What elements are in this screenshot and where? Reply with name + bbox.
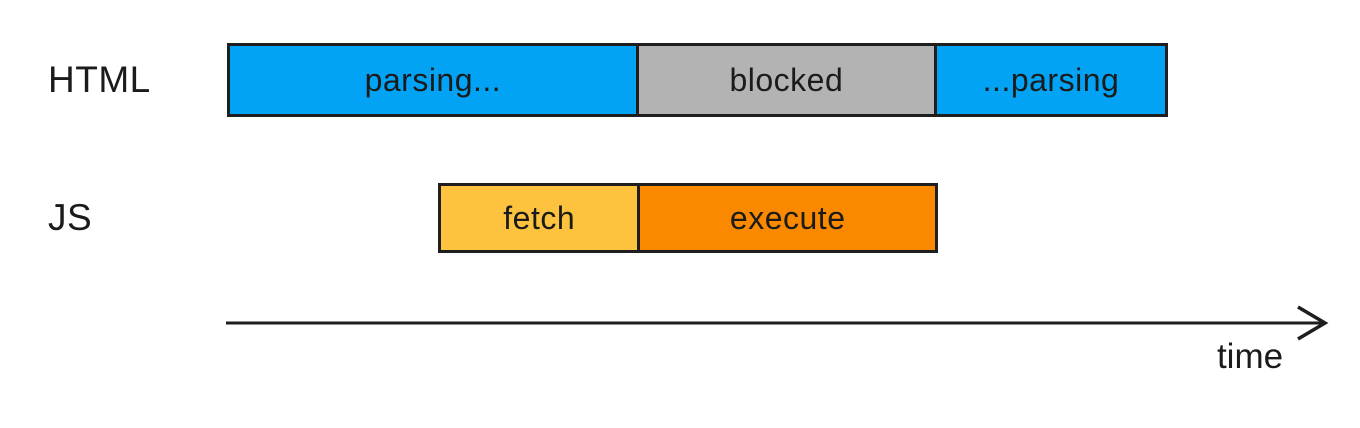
js-timeline-bar: fetch execute: [438, 183, 938, 253]
segment-blocked-label: blocked: [729, 61, 844, 98]
time-axis-label: time: [1216, 337, 1284, 376]
segment-fetch: fetch: [441, 186, 638, 250]
html-timeline-bar: parsing... blocked ...parsing: [227, 43, 1168, 117]
segment-blocked: blocked: [635, 46, 934, 114]
segment-parsing-resume: ...parsing: [933, 46, 1165, 114]
html-row-label: HTML: [48, 59, 151, 100]
segment-execute-label: execute: [729, 199, 846, 236]
js-row-label: JS: [48, 197, 93, 238]
segment-fetch-label: fetch: [503, 199, 576, 236]
segment-execute: execute: [637, 186, 935, 250]
time-axis-arrow-icon: [226, 305, 1329, 341]
segment-parsing-start-label: parsing...: [364, 61, 502, 98]
segment-parsing-resume-label: ...parsing: [982, 61, 1120, 98]
segment-parsing-start: parsing...: [230, 46, 636, 114]
